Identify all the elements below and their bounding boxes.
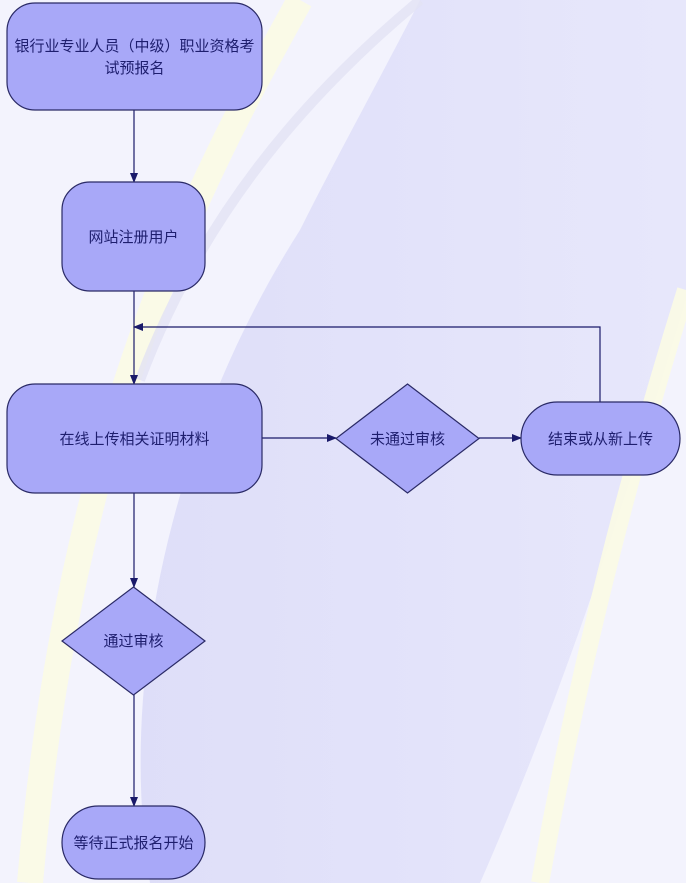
edge-n5-to-n3 [133,323,601,402]
node-terminal-n5 [520,401,681,476]
node-rounded-rect-n1 [6,2,263,111]
background-highlight-right [531,287,686,883]
node-rounded-rect-n3 [6,383,263,494]
node-diamond-n6 [61,586,206,696]
node-terminal-n7 [61,805,206,880]
node-diamond-n4 [335,383,480,494]
background-arc [135,0,424,382]
node-rounded-rect-n2 [61,181,206,292]
